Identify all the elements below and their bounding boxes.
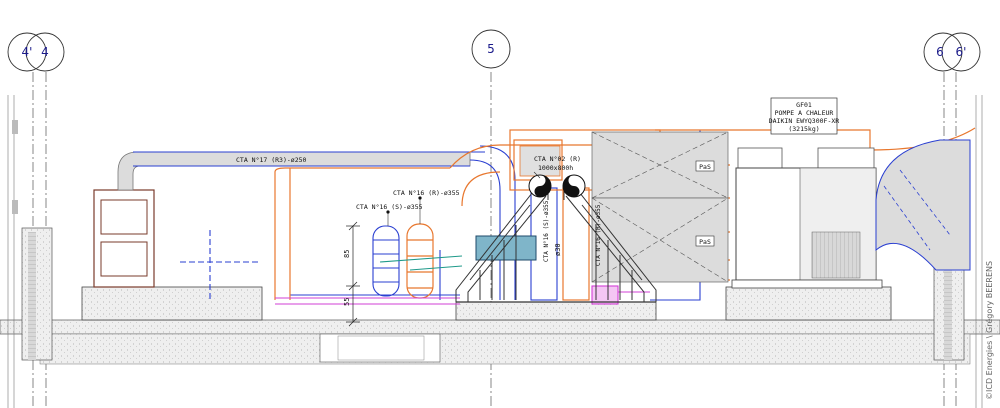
plinths bbox=[81, 286, 892, 321]
axis-bubble-6prime bbox=[941, 32, 981, 72]
gf01-weight: (3215kg) bbox=[788, 125, 819, 133]
axis-label-4: 4 bbox=[41, 45, 49, 59]
plinth-right bbox=[725, 286, 892, 321]
pas-label-upper: PaS bbox=[699, 163, 711, 171]
cta16s-vertical-label: CTA N°16 (S)-ø355 bbox=[543, 200, 550, 262]
left-acrotere bbox=[7, 95, 53, 408]
leader-dot-cta16r bbox=[418, 196, 422, 200]
gf01-model: DAIKIN EWYQ300F-XR bbox=[769, 117, 840, 125]
cta02-duct-bodies bbox=[519, 131, 729, 283]
pas-label-lower: PaS bbox=[699, 238, 711, 246]
plinth-center bbox=[455, 301, 657, 321]
roof-slab bbox=[0, 319, 1000, 365]
fan-right bbox=[562, 174, 586, 198]
teal-frame bbox=[475, 235, 537, 261]
axis-label-5: 5 bbox=[487, 42, 495, 56]
green-ducts bbox=[379, 255, 463, 271]
gf01-description: POMPE A CHALEUR bbox=[775, 109, 834, 117]
fan-left bbox=[528, 174, 552, 198]
cta16r-label: CTA N°16 (R)-ø355 bbox=[393, 189, 460, 197]
plinth-left bbox=[81, 286, 263, 321]
axis-bubble-6 bbox=[923, 32, 963, 72]
dimension-55: 55 bbox=[343, 298, 351, 306]
dimension-85: 85 bbox=[343, 250, 351, 258]
axis-bubble-4prime bbox=[7, 32, 47, 72]
axis-label-4prime: 4' bbox=[22, 45, 33, 59]
dimension-lines bbox=[346, 221, 360, 327]
cta17-label: CTA N°17 (R3)-ø250 bbox=[236, 156, 307, 164]
gf01-title: GF01 bbox=[796, 101, 812, 109]
axis-label-6prime: 6' bbox=[956, 45, 967, 59]
slab-opening bbox=[319, 333, 441, 363]
leader-dot-cta16s bbox=[386, 210, 390, 214]
axis-label-6: 6 bbox=[936, 45, 944, 59]
gf01-label-box bbox=[770, 97, 838, 135]
pas-tag-lower bbox=[695, 235, 715, 247]
axis-bubble-5 bbox=[471, 29, 511, 69]
cta17-unit bbox=[93, 151, 471, 288]
dimension-small: ø30 bbox=[554, 243, 562, 256]
leader-lines bbox=[387, 171, 541, 226]
heat-pump-gf01 bbox=[731, 139, 971, 289]
magenta-ducts bbox=[275, 285, 650, 305]
axis-bubble-4 bbox=[25, 32, 65, 72]
photo-credit: ©ICD Energies \ Grégory BEERENS bbox=[984, 261, 994, 400]
cta02-label: CTA N°02 (R) bbox=[534, 155, 581, 163]
cta16r-vertical-label: CTA N°16 (R)-ø355 bbox=[595, 204, 602, 266]
pas-tag-upper bbox=[695, 160, 715, 172]
cta16s-label: CTA N°16 (S)-ø355 bbox=[356, 203, 423, 211]
cta02-size: 1000x800h bbox=[538, 164, 573, 172]
